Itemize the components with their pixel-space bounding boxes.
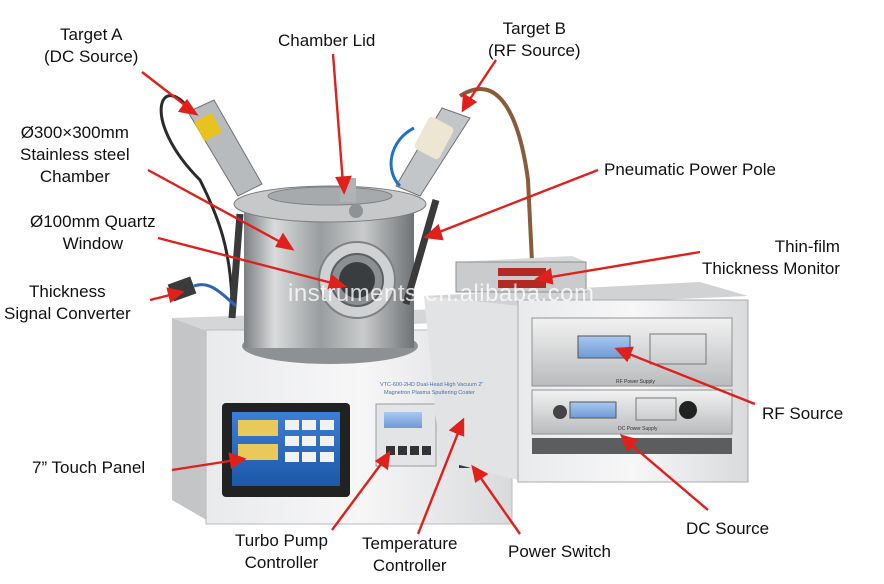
- label-quartz-window-line1: Ø100mm Quartz: [30, 212, 156, 231]
- rf-panel-text: RF Power Supply: [616, 379, 655, 385]
- label-chamber-line1: Ø300×300mm: [20, 123, 129, 142]
- label-target-b: Target B (RF Source): [488, 18, 581, 62]
- label-target-a-line1: Target A: [60, 25, 123, 44]
- label-target-a-line2: (DC Source): [44, 47, 139, 66]
- label-temp-controller-line2: Controller: [372, 556, 447, 575]
- annotation-arrows: [141, 53, 756, 535]
- model-text-1: VTC-600-2HD Dual-Head High Vacuum 2": [380, 382, 483, 388]
- label-quartz-window-line2: Window: [62, 234, 124, 253]
- arrow-quartz-window: [157, 236, 337, 286]
- arrow-chamber: [147, 168, 285, 246]
- label-pneumatic-pole: Pneumatic Power Pole: [604, 160, 776, 179]
- arrow-temp-controller: [416, 427, 462, 535]
- dc-panel-text: DC Power Supply: [618, 426, 658, 432]
- watermark: instruments.en.alibaba.com: [288, 280, 595, 307]
- label-signal-converter-line2: Signal Converter: [4, 304, 131, 323]
- label-target-b-line1: Target B: [502, 19, 566, 38]
- label-signal-converter: Thickness Signal Converter: [4, 281, 131, 325]
- arrow-rf-source: [623, 350, 756, 406]
- label-chamber-line3: Chamber: [39, 167, 110, 186]
- touch-panel: [222, 403, 350, 497]
- arrow-chamber-lid: [331, 53, 345, 185]
- label-turbo-controller: Turbo Pump Controller: [235, 530, 328, 574]
- label-turbo-controller-line2: Controller: [244, 553, 319, 572]
- label-thickness-monitor-line2: Thickness Monitor: [702, 259, 840, 278]
- arrow-target-a: [141, 71, 191, 110]
- label-turbo-controller-line1: Turbo Pump: [235, 531, 328, 550]
- arrow-touch-panel: [171, 458, 237, 472]
- arrow-thickness-monitor: [544, 250, 701, 280]
- arrow-target-b: [467, 59, 497, 103]
- label-signal-converter-line1: Thickness: [29, 282, 106, 301]
- arrow-pneumatic-pole: [433, 168, 599, 236]
- label-rf-source: RF Source: [762, 404, 844, 423]
- pneumatic-pole: [402, 199, 440, 305]
- label-dc-source: DC Source: [686, 519, 770, 538]
- label-temp-controller: Temperature Controller: [362, 533, 457, 577]
- arrow-dc-source: [627, 441, 709, 511]
- label-temp-controller-line1: Temperature: [362, 534, 458, 553]
- pneumatic-pole-left: [228, 213, 244, 319]
- target-b-gun: [389, 87, 534, 263]
- label-thickness-monitor-line1: Thin-film: [774, 237, 840, 256]
- label-target-b-line2: (RF Source): [488, 41, 581, 60]
- arrow-turbo-controller: [331, 459, 385, 531]
- arrow-power-switch: [477, 473, 521, 535]
- label-quartz-window: Ø100mm Quartz Window: [30, 211, 156, 255]
- label-power-switch: Power Switch: [508, 542, 611, 561]
- label-target-a: Target A (DC Source): [44, 24, 138, 68]
- label-chamber-lid: Chamber Lid: [278, 31, 376, 50]
- label-chamber-line2: Stainless steel: [20, 145, 130, 164]
- thickness-monitor: [455, 256, 587, 293]
- label-touch-panel: 7” Touch Panel: [32, 458, 146, 477]
- label-chamber: Ø300×300mm Stainless steel Chamber: [20, 122, 130, 188]
- label-thickness-monitor: Thin-film Thickness Monitor: [702, 236, 840, 280]
- model-text-2: Magnetron Plasma Sputtering Coater: [384, 390, 475, 396]
- vacuum-chamber: [233, 178, 427, 364]
